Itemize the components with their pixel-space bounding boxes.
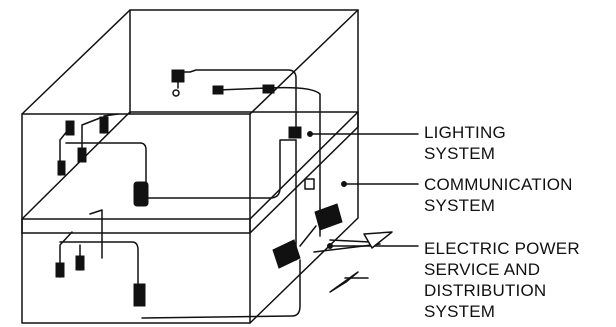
lighting-label-line-1: LIGHTING xyxy=(424,123,506,142)
lighting-system-label: LIGHTING SYSTEM xyxy=(424,122,506,164)
riser-wiring xyxy=(295,139,321,261)
outlet-icon xyxy=(133,283,146,307)
communication-outlet-icon xyxy=(304,178,315,190)
service-panel-icon xyxy=(314,203,343,231)
service-arrow-icon xyxy=(363,231,393,249)
lighting-leader-dot xyxy=(307,131,313,137)
service-arrow-icon xyxy=(329,271,359,293)
light-fixture-icon xyxy=(171,69,185,83)
junction-box-icon xyxy=(262,84,275,94)
outlet-icon xyxy=(75,255,85,271)
switch-box-icon xyxy=(288,126,302,139)
communication-leader-dot xyxy=(341,181,347,187)
outlet-icon xyxy=(57,160,66,176)
outlet-icon xyxy=(65,120,75,136)
communication-label-line-1: COMMUNICATION xyxy=(424,175,573,194)
power-leader-dot xyxy=(327,243,333,249)
outlet-icon xyxy=(55,262,65,278)
lighting-label-line-2: SYSTEM xyxy=(424,144,496,163)
floor-slabs xyxy=(21,111,359,234)
communication-label-line-2: SYSTEM xyxy=(424,196,496,215)
outlet-icon xyxy=(99,116,109,134)
lower-floor-wiring xyxy=(59,209,301,319)
power-label-line-2: SERVICE AND xyxy=(424,260,541,279)
leader-lines xyxy=(309,133,419,247)
distribution-panel-icon xyxy=(272,239,301,269)
power-label-line-3: DISTRIBUTION xyxy=(424,281,547,300)
junction-box-icon xyxy=(212,85,224,95)
power-label-line-1: ELECTRIC POWER xyxy=(424,239,580,258)
outlet-icon xyxy=(77,147,87,163)
outlet-icon xyxy=(133,181,149,207)
communication-system-label: COMMUNICATION SYSTEM xyxy=(424,174,573,216)
upper-floor-wiring xyxy=(59,113,297,199)
electric-power-system-label: ELECTRIC POWER SERVICE AND DISTRIBUTION … xyxy=(424,238,580,322)
building-outline xyxy=(21,9,359,324)
attic-wiring xyxy=(172,69,321,209)
power-label-line-4: SYSTEM xyxy=(424,302,496,321)
